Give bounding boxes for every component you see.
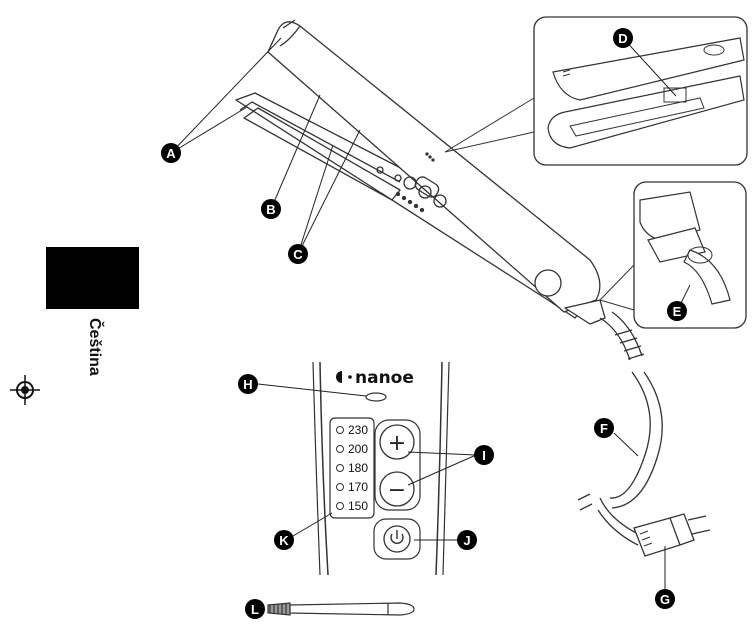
svg-text:F: F [600, 421, 608, 436]
svg-text:H: H [243, 377, 252, 392]
minus-symbol: − [388, 478, 406, 503]
svg-text:K: K [279, 533, 289, 548]
temp-150: 150 [348, 499, 368, 513]
nanoe-indicator [365, 392, 387, 402]
svg-text:E: E [673, 304, 682, 319]
callout-b: B [261, 199, 281, 219]
callout-d: D [613, 28, 633, 48]
straightener-body [235, 19, 606, 325]
power-cord [577, 311, 711, 557]
svg-text:I: I [482, 448, 486, 463]
callout-l: L [245, 599, 265, 619]
callout-g: G [655, 589, 675, 609]
power-icon [390, 530, 404, 544]
plus-symbol: + [388, 431, 406, 456]
svg-text:J: J [463, 533, 470, 548]
temp-200: 200 [348, 442, 368, 456]
svg-text:C: C [293, 247, 303, 262]
callout-f: F [594, 418, 614, 438]
svg-text:A: A [166, 146, 176, 161]
temp-230: 230 [348, 423, 368, 437]
minus-button [379, 471, 415, 507]
callout-i: I [474, 445, 494, 465]
callout-h: H [238, 374, 258, 394]
nanoe-logo-icon [336, 371, 352, 383]
inset-detail-e [599, 181, 747, 329]
svg-text:B: B [266, 202, 275, 217]
inset-detail-d [444, 16, 748, 166]
svg-text:L: L [251, 602, 259, 617]
temp-170: 170 [348, 480, 368, 494]
brand-label: nanoe [355, 368, 414, 388]
control-panel: nanoe 230 200 180 170 150 + − [312, 361, 450, 576]
svg-text:G: G [660, 592, 670, 607]
callout-e: E [667, 301, 687, 321]
registration-crosshair-icon [10, 375, 40, 405]
language-tab [46, 247, 139, 309]
svg-text:D: D [618, 31, 627, 46]
plus-button [379, 424, 415, 460]
callout-c: C [288, 244, 308, 264]
cleaning-brush [267, 602, 415, 616]
temp-180: 180 [348, 461, 368, 475]
temperature-list [329, 417, 375, 519]
callout-k: K [274, 530, 294, 550]
callout-j: J [457, 530, 477, 550]
temperature-leds [336, 426, 344, 510]
leader-lines [170, 37, 691, 589]
callout-a: A [161, 143, 181, 163]
